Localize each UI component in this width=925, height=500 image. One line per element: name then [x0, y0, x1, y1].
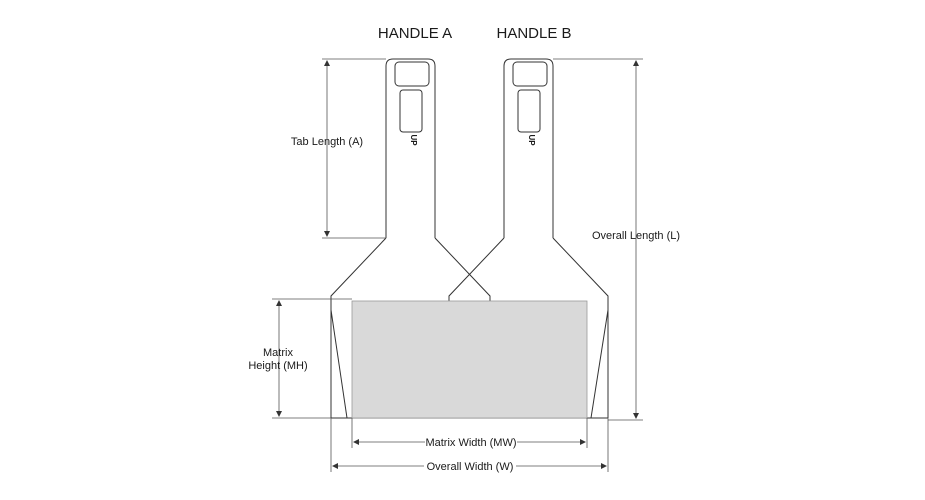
overall-width-label: Overall Width (W) — [427, 461, 514, 473]
overall-width-dimension: Overall Width (W) — [330, 418, 609, 473]
handle-b-slots — [512, 61, 548, 133]
handle-a-slots — [394, 61, 430, 133]
card-left-taper — [330, 309, 348, 419]
matrix-height-label-line2: Height (MH) — [248, 360, 307, 372]
handle-a-label: HANDLE A — [378, 25, 452, 42]
matrix-height-label-line1: Matrix — [263, 347, 293, 359]
handle-b-up-mark: UP — [527, 134, 536, 146]
overall-length-dimension: Overall Length (L) — [553, 58, 680, 421]
tab-length-label: Tab Length (A) — [291, 136, 363, 148]
handle-b-label: HANDLE B — [496, 25, 571, 42]
tab-length-dimension: Tab Length (A) — [291, 58, 386, 239]
handle-a-outline — [330, 58, 491, 418]
overall-length-label: Overall Length (L) — [592, 230, 680, 242]
matrix-width-label: Matrix Width (MW) — [425, 437, 516, 449]
matrix-height-dimension: Matrix Height (MH) — [248, 298, 352, 419]
matrix-width-dimension: Matrix Width (MW) — [351, 418, 588, 449]
handle-b-outline — [448, 58, 609, 418]
card-right-taper — [590, 309, 609, 419]
handle-a-up-mark: UP — [409, 134, 418, 146]
matrix-area — [351, 300, 588, 419]
